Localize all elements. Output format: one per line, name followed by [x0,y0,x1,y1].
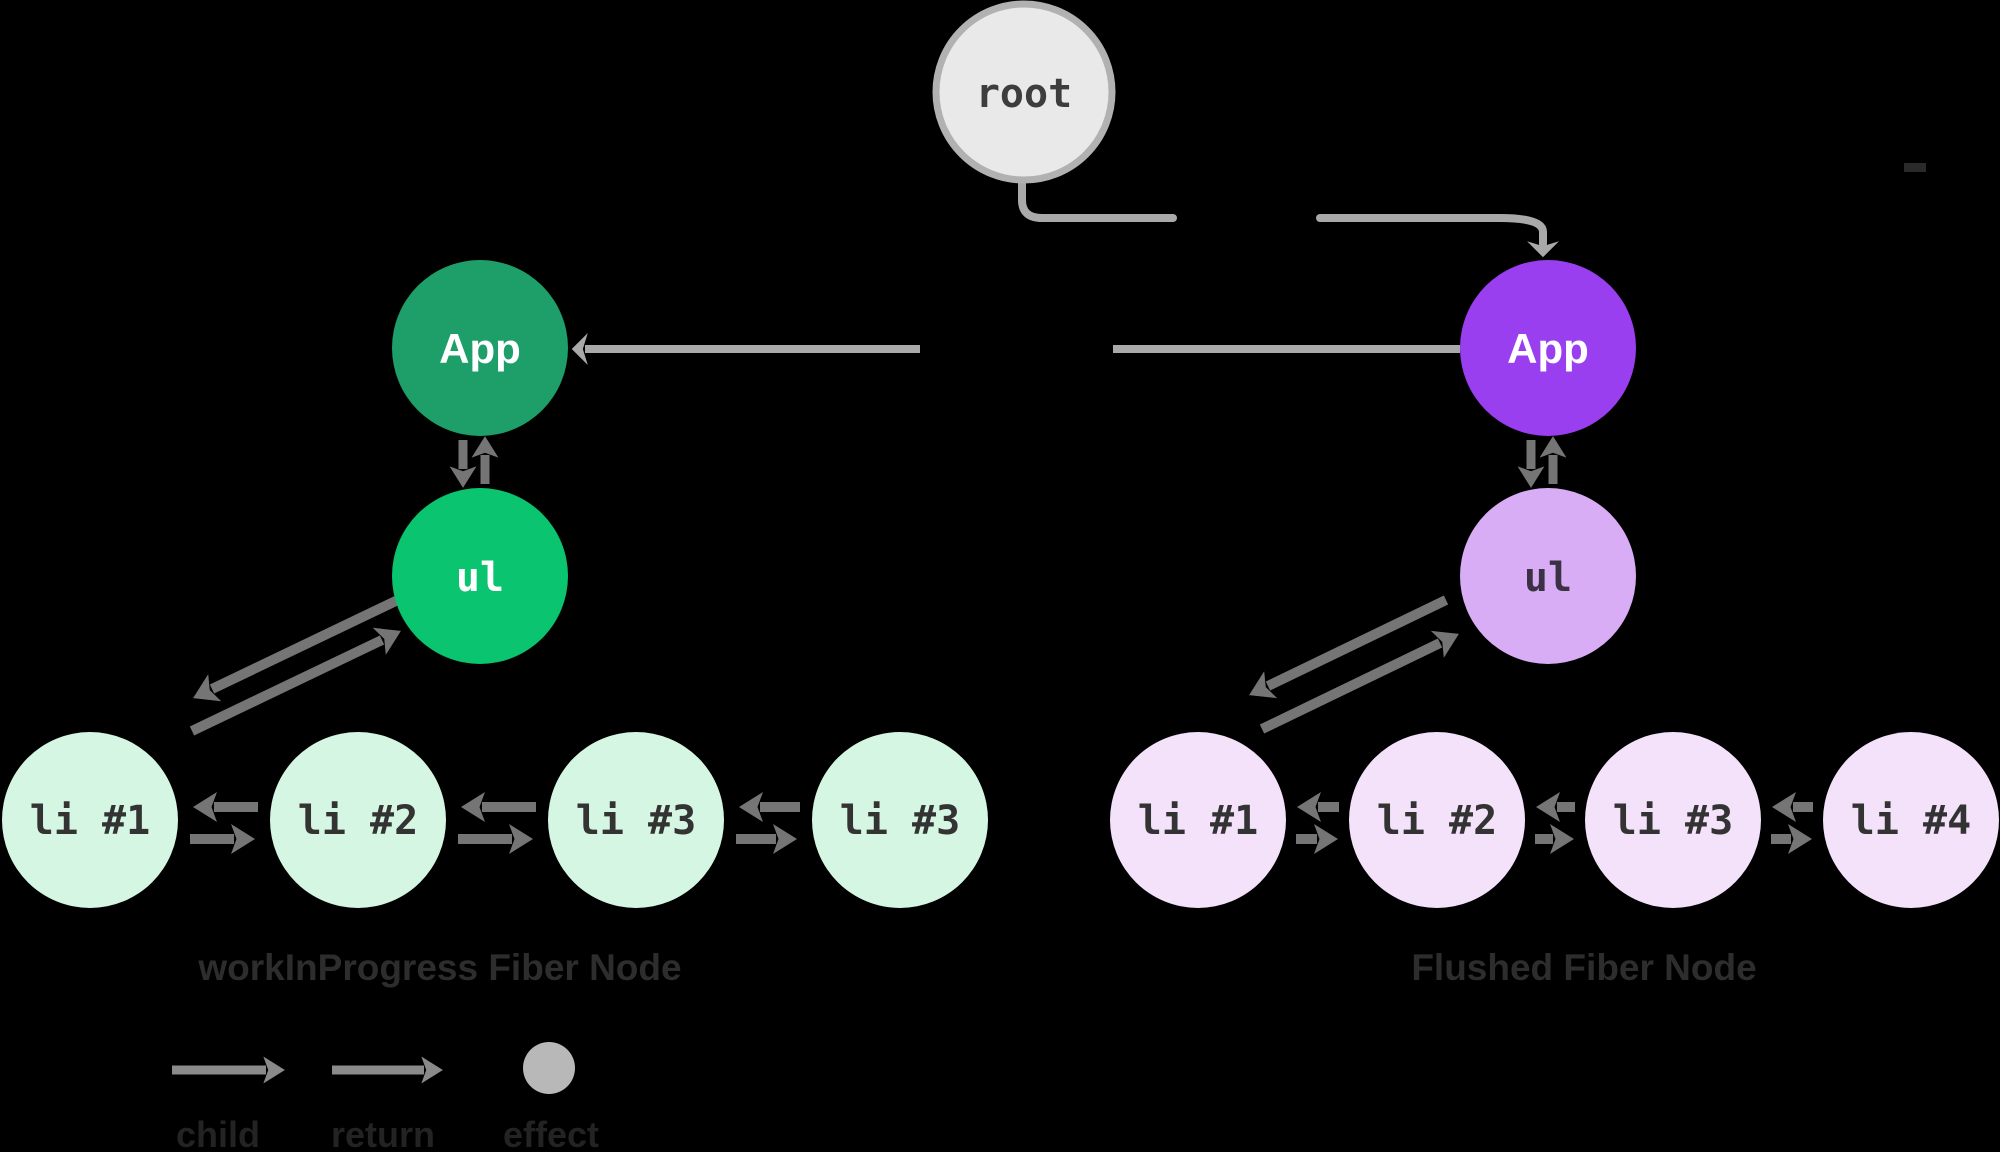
root-node: root [932,0,1116,184]
wip-child-arrow-ul-li1 [193,593,405,702]
legend-effect-label: effect [503,1114,599,1152]
wip-li2-label: li #2 [298,798,418,844]
wip-li-node-1: li #1 [2,732,178,908]
wip-li2-circle [270,732,446,908]
wip-app-label: App [439,325,521,372]
flushed-li1-circle [1110,732,1286,908]
wip-li-node-2: li #2 [270,732,446,908]
legend-return-label: return [331,1114,435,1152]
edge-root-to-flushed-app [1018,177,1559,258]
flushed-li3-circle [1585,732,1761,908]
wip-ul-node: ul [392,488,568,664]
wip-tree: App ul li #1 li #2 li #3 li #3 w [2,260,988,988]
stray-dash [1904,163,1926,172]
legend-child-label: child [176,1114,260,1152]
wip-ul-label: ul [456,555,504,601]
wip-return-arrow-li1-ul [189,627,401,736]
flushed-li-node-3: li #3 [1585,732,1761,908]
flushed-li2-label: li #2 [1377,798,1497,844]
wip-li1-circle [2,732,178,908]
flushed-app-node: App [1460,260,1636,436]
wip-ul-circle [392,488,568,664]
flushed-li4-circle [1823,732,1999,908]
flushed-li2-circle [1349,732,1525,908]
wip-tree-caption: workInProgress Fiber Node [197,947,681,988]
wip-app-node: App [392,260,568,436]
flushed-app-circle [1460,260,1636,436]
flushed-li3-label: li #3 [1613,798,1733,844]
flushed-li4-label: li #4 [1851,798,1971,844]
flushed-li-node-4: li #4 [1823,732,1999,908]
wip-li-node-3: li #3 [548,732,724,908]
flushed-ul-label: ul [1524,555,1572,601]
flushed-child-arrow-ul-li1 [1249,595,1449,699]
legend-effect-dot-icon [523,1042,575,1094]
flushed-li1-label: li #1 [1138,798,1258,844]
flushed-ul-circle [1460,488,1636,664]
flushed-tree-caption: Flushed Fiber Node [1411,947,1756,988]
wip-li3-circle [548,732,724,908]
flushed-li-node-2: li #2 [1349,732,1525,908]
root-child-edge-segment-a [1018,177,1177,222]
flushed-li-node-1: li #1 [1110,732,1286,908]
wip-app-circle [392,260,568,436]
wip-li-node-4: li #3 [812,732,988,908]
flushed-return-arrow-li1-ul [1259,630,1459,734]
wip-li1-label: li #1 [30,798,150,844]
flushed-ul-node: ul [1460,488,1636,664]
root-circle [932,0,1116,184]
wip-li4-circle [812,732,988,908]
root-label: root [976,71,1072,117]
flushed-tree: App ul li #1 li #2 li #3 li #4 F [1110,260,1999,988]
root-child-edge-segment-b [1316,214,1559,258]
legend: child return effect [172,1042,599,1152]
wip-li3-label: li #3 [576,798,696,844]
flushed-app-label: App [1507,325,1589,372]
wip-li4-label: li #3 [840,798,960,844]
